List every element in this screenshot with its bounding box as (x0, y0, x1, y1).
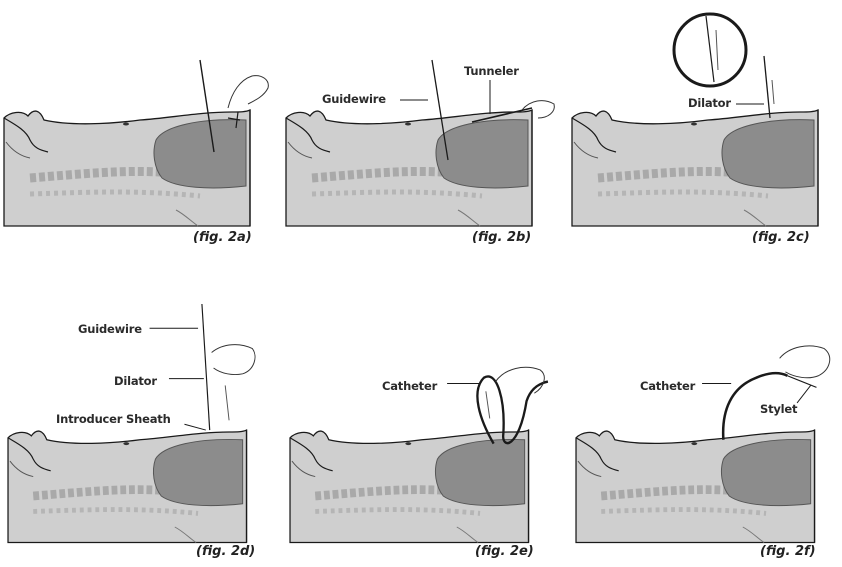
figure-2f: Catheter Stylet (fig. 2f) (568, 304, 840, 559)
figure-2c: Dilator (fig. 2c) (568, 0, 840, 255)
torso-illustration (568, 304, 840, 559)
torso-illustration (282, 304, 554, 559)
dilator-label: Dilator (114, 374, 157, 388)
hand-icon (780, 346, 830, 378)
dilator-line (764, 56, 770, 118)
figure-caption: (fig. 2a) (193, 230, 252, 245)
tunneler-label: Tunneler (464, 64, 519, 78)
torso-illustration (568, 0, 840, 255)
guidewire-label: Guidewire (322, 92, 386, 106)
hand-icon (228, 76, 268, 108)
figure-2e: Catheter (fig. 2e) (282, 304, 554, 559)
figure-2a: (fig. 2a) (0, 0, 272, 255)
guidewire-label: Guidewire (78, 322, 142, 336)
figure-2d: Guidewire Dilator Introducer Sheath (fig… (0, 304, 272, 559)
introducer-sheath-label: Introducer Sheath (56, 412, 171, 426)
figure-caption: (fig. 2c) (752, 230, 810, 245)
figure-caption: (fig. 2b) (472, 230, 531, 245)
torso-illustration (0, 304, 272, 559)
guidewire-line (202, 304, 210, 430)
torso-illustration (0, 0, 272, 255)
figure-2b: Guidewire Tunneler (fig. 2b) (282, 0, 554, 255)
hand-icon (496, 367, 545, 393)
hand-icon (212, 345, 255, 375)
catheter-label: Catheter (640, 379, 695, 393)
figure-caption: (fig. 2e) (475, 544, 534, 559)
figure-caption: (fig. 2d) (196, 544, 255, 559)
sheath-pointer (184, 424, 205, 430)
torso-illustration (282, 0, 554, 255)
catheter-label: Catheter (382, 379, 437, 393)
figure-caption: (fig. 2f) (760, 544, 816, 559)
dilator-label: Dilator (688, 96, 731, 110)
stylet-label: Stylet (760, 402, 797, 416)
stylet-pointer (797, 385, 811, 402)
